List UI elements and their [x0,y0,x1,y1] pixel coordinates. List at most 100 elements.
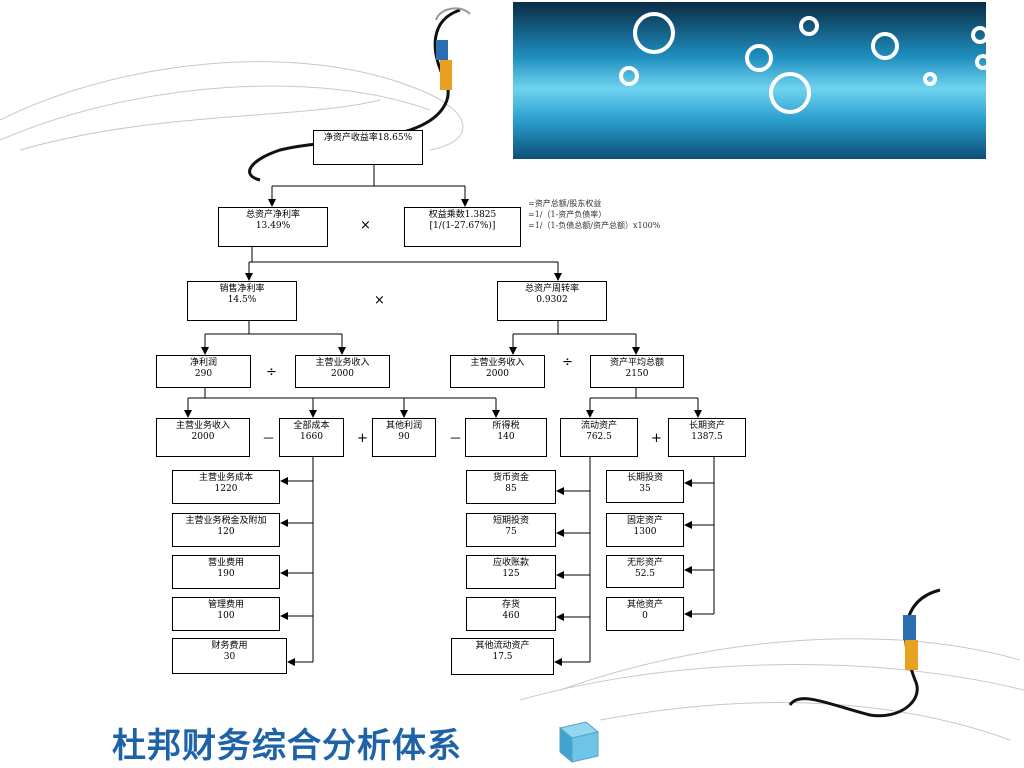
roe-box: 净资产收益率18.65% [313,130,423,165]
asset-turnover-label: 总资产周转率 [524,284,579,294]
current-asset-item-value: 85 [505,484,517,494]
cost-item-label: 财务费用 [211,641,248,651]
avg-total-assets-value: 2150 [625,369,649,379]
current-assets-value: 762.5 [586,432,612,442]
total-cost-value: 1660 [300,432,323,442]
long-term-asset-item-label: 长期投资 [626,473,663,483]
bubble-icon [871,32,899,60]
page-title: 杜邦财务综合分析体系 [112,726,462,766]
revenue-label: 主营业务收入 [315,358,370,368]
long-term-asset-item-box: 固定资产 1300 [606,513,684,547]
current-asset-item-box: 其他流动资产 17.5 [451,638,554,675]
long-term-asset-item-value: 35 [639,484,651,494]
revenue-box-3: 主营业务收入 2000 [156,418,250,457]
minus-operator: － [262,432,276,447]
net-profit-margin-value: 14.5% [227,295,257,305]
current-asset-item-box: 短期投资 75 [466,513,556,547]
roa-value: 13.49% [255,221,291,231]
roe-label: 净资产收益率18.65% [323,133,413,143]
cost-item-value: 190 [217,569,235,579]
income-tax-value: 140 [497,432,515,442]
long-term-asset-item-box: 其他资产 0 [606,597,684,631]
small-ice-cube-icon [558,721,600,764]
revenue-label: 主营业务收入 [470,358,525,368]
revenue-label: 主营业务收入 [175,421,230,431]
total-cost-label: 全部成本 [293,421,330,431]
net-profit-value: 290 [194,369,213,379]
current-asset-item-value: 125 [502,569,520,579]
other-profit-box: 其他利润 90 [372,418,436,457]
plus-operator: + [357,431,368,446]
revenue-box-2: 主营业务收入 2000 [450,355,545,388]
equity-multiplier-formula: [1/(1-27.67%)] [429,221,496,231]
long-term-asset-item-box: 长期投资 35 [606,470,684,503]
multiply-operator: × [360,218,371,233]
asset-turnover-box: 总资产周转率 0.9302 [497,281,607,321]
cost-item-label: 管理费用 [207,600,244,610]
bubble-icon [799,16,819,36]
current-asset-item-label: 短期投资 [492,516,529,526]
cost-item-box: 财务费用 30 [172,638,287,674]
multiply-operator: × [374,293,385,308]
long-term-assets-value: 1387.5 [691,432,723,442]
cost-item-box: 主营业务成本 1220 [172,470,280,504]
asset-turnover-value: 0.9302 [536,295,568,305]
long-term-asset-item-box: 无形资产 52.5 [606,555,684,588]
divide-operator: ÷ [562,355,573,370]
net-profit-label: 净利润 [189,358,217,368]
income-tax-label: 所得税 [492,421,520,431]
bubble-icon [975,54,986,70]
note-line: =资产总额/股东权益 [528,199,602,208]
cost-item-label: 营业费用 [207,558,244,568]
cost-item-value: 1220 [214,484,238,494]
bubble-icon [971,26,986,44]
cost-item-box: 管理费用 100 [172,597,280,631]
long-term-asset-item-value: 0 [642,611,648,621]
note-line: =1/（1-资产负债率） [528,210,607,219]
divide-operator: ÷ [266,365,277,380]
other-profit-value: 90 [398,432,410,442]
current-asset-item-value: 460 [502,611,520,621]
cost-item-value: 30 [223,652,236,662]
long-term-asset-item-label: 固定资产 [626,516,663,526]
revenue-value: 2000 [331,369,354,379]
bubble-icon [923,72,937,86]
cost-item-label: 主营业务成本 [198,473,253,483]
current-asset-item-value: 17.5 [492,652,513,662]
revenue-value: 2000 [191,432,215,442]
current-asset-item-box: 货币资金 85 [466,470,556,504]
income-tax-box: 所得税 140 [465,418,547,457]
current-asset-item-label: 其他流动资产 [475,641,530,651]
long-term-asset-item-label: 无形资产 [626,558,663,568]
other-profit-label: 其他利润 [385,421,422,431]
bubble-icon [619,66,639,86]
long-term-asset-item-value: 1300 [633,527,657,537]
long-term-asset-item-value: 52.5 [634,569,656,579]
current-assets-label: 流动资产 [580,421,617,431]
long-term-assets-box: 长期资产 1387.5 [668,418,746,457]
bubble-icon [769,72,811,114]
avg-total-assets-label: 资产平均总额 [609,358,664,368]
net-profit-margin-label: 销售净利率 [219,284,265,294]
cost-item-label: 主营业务税金及附加 [185,516,267,526]
equity-multiplier-note: =资产总额/股东权益 =1/（1-资产负债率） =1/（1-负债总额/资产总额）… [528,198,660,231]
long-term-asset-item-label: 其他资产 [626,600,663,610]
net-profit-margin-box: 销售净利率 14.5% [187,281,297,321]
current-asset-item-value: 75 [505,527,517,537]
cost-item-box: 主营业务税金及附加 120 [172,513,280,547]
net-profit-box: 净利润 290 [156,355,251,388]
cost-item-value: 100 [217,611,235,621]
current-asset-item-box: 存货 460 [466,597,556,631]
current-asset-item-box: 应收账款 125 [466,555,556,589]
plus-operator: + [651,431,662,446]
bubble-icon [633,12,675,54]
roa-label: 总资产净利率 [245,210,300,220]
minus-operator: － [449,432,463,447]
ice-cube-photo [513,2,986,159]
current-asset-item-label: 货币资金 [492,473,529,483]
cost-item-value: 120 [217,527,235,537]
long-term-assets-label: 长期资产 [688,421,725,431]
revenue-value: 2000 [486,369,509,379]
